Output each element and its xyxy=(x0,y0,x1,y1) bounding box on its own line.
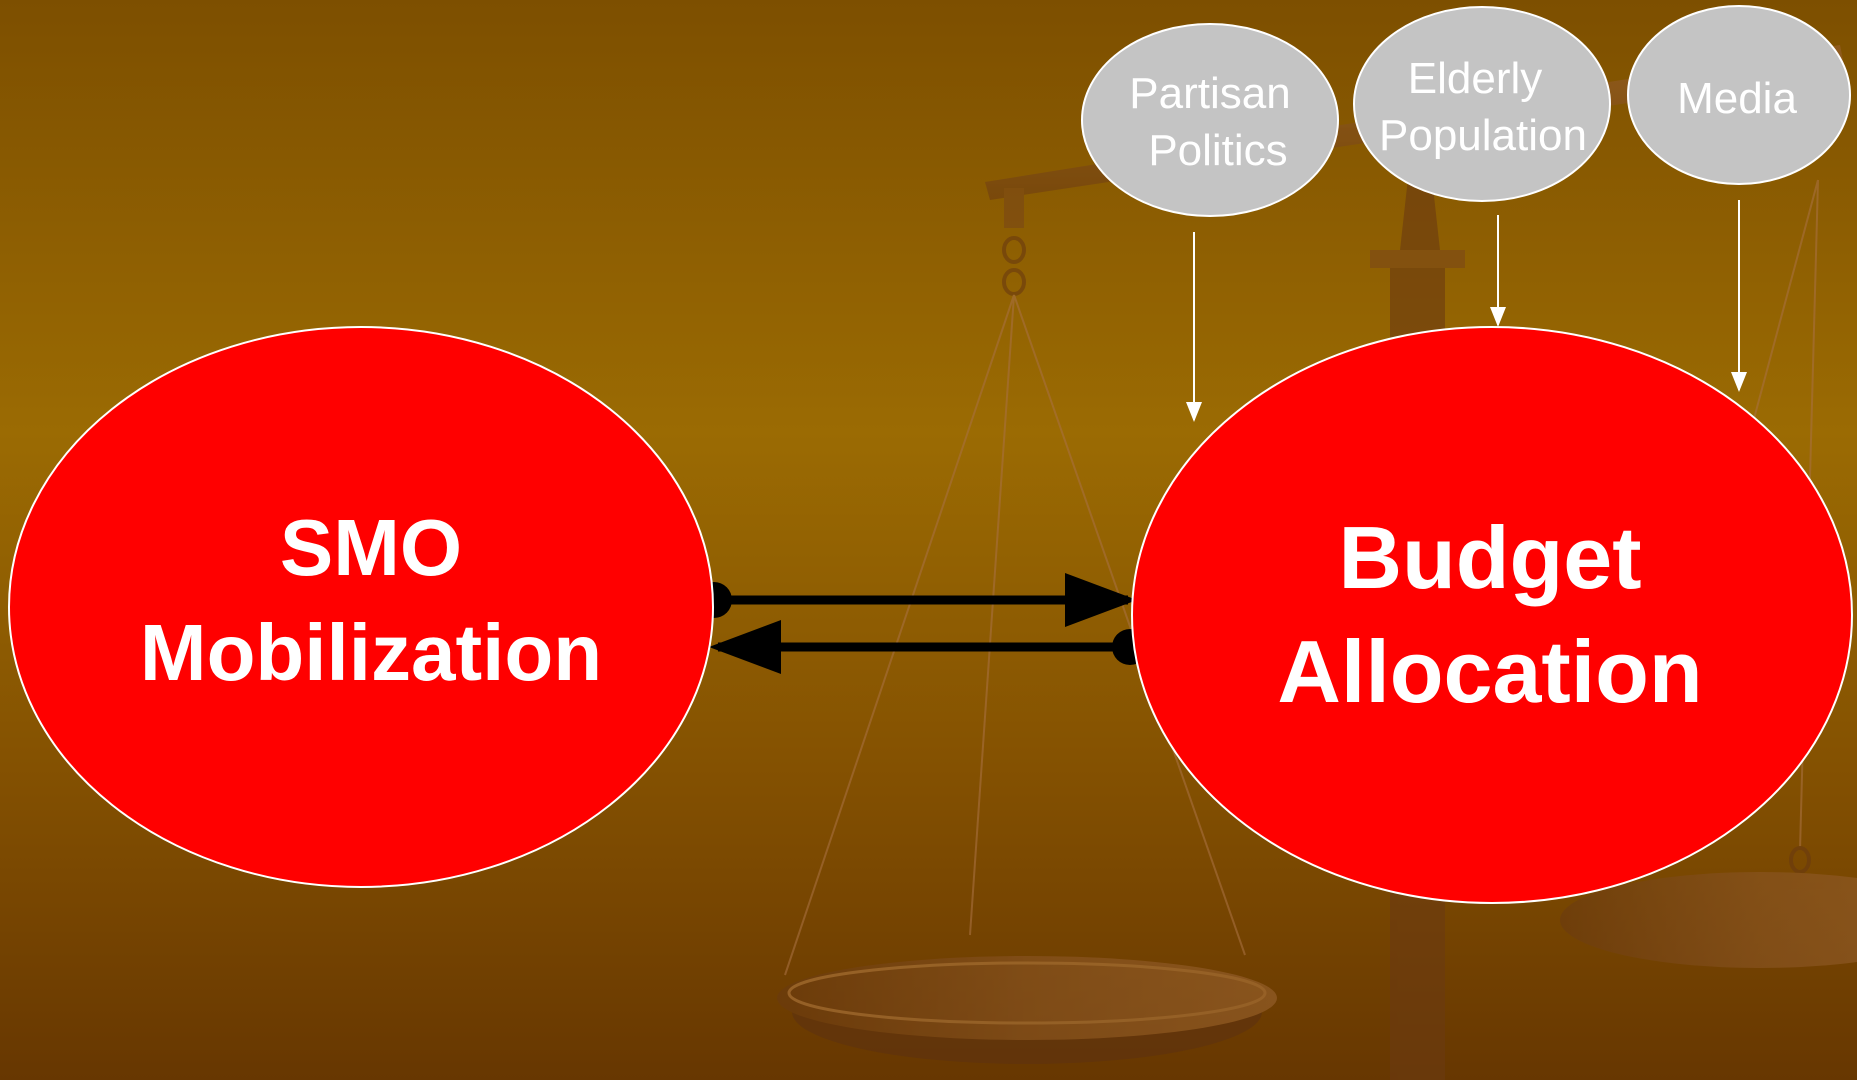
node-partisan-shape xyxy=(1081,23,1339,217)
left-hook-bottom xyxy=(1002,268,1026,296)
node-smo-label-line2: Mobilization xyxy=(140,608,602,697)
node-budget-label-line2: Allocation xyxy=(1277,622,1702,721)
node-partisan-label-line2: Politics xyxy=(1148,126,1287,175)
node-smo-label-line1: SMO xyxy=(280,503,462,592)
influence-arrows xyxy=(1186,200,1747,422)
node-media: Media xyxy=(1627,5,1851,185)
node-elderly-shape xyxy=(1353,6,1611,202)
node-partisan-politics: Partisan Politics xyxy=(1081,23,1339,217)
node-partisan-label-line1: Partisan xyxy=(1129,69,1290,118)
node-media-label-line1: Media xyxy=(1677,74,1797,123)
left-pan-rim xyxy=(787,961,1267,1025)
node-elderly-population: Elderly Population xyxy=(1353,6,1611,202)
node-media-shape xyxy=(1627,5,1851,185)
right-pan xyxy=(1560,872,1857,968)
left-hook-top xyxy=(1002,236,1026,264)
node-budget-label-line1: Budget xyxy=(1338,508,1641,607)
left-string-a xyxy=(784,294,1015,976)
left-pan xyxy=(777,956,1277,1040)
left-string-b xyxy=(969,294,1015,936)
node-smo-shape xyxy=(8,326,714,888)
node-budget-allocation: Budget Allocation xyxy=(1131,326,1853,904)
node-smo-mobilization: SMO Mobilization xyxy=(8,326,714,888)
left-hanger xyxy=(1004,188,1024,228)
right-hook xyxy=(1789,846,1811,874)
scale-post-cap xyxy=(1370,250,1465,268)
node-budget-shape xyxy=(1131,326,1853,904)
node-elderly-label-line2: Population xyxy=(1379,111,1587,160)
node-elderly-label-line1: Elderly xyxy=(1408,54,1543,103)
